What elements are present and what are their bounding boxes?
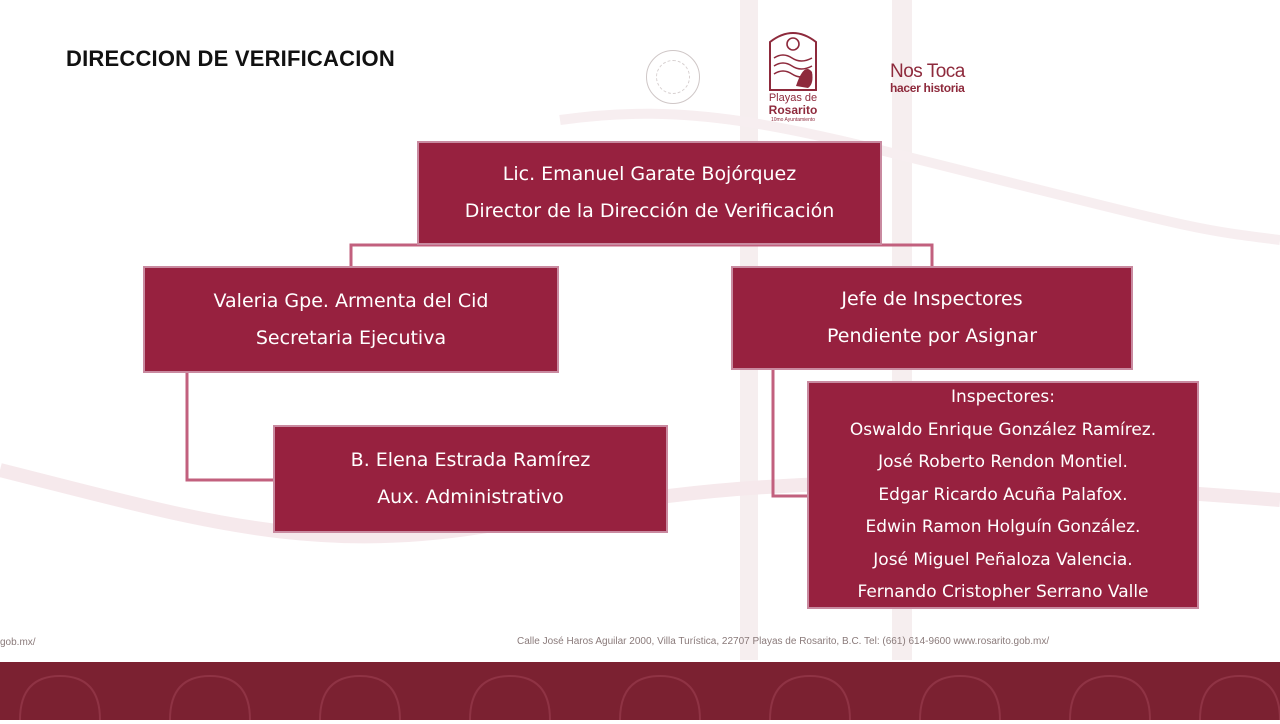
connector-secretaria-aux xyxy=(185,373,273,482)
director-name: Lic. Emanuel Garate Bojórquez xyxy=(502,163,797,185)
inspector-item: Oswaldo Enrique González Ramírez. xyxy=(849,419,1157,440)
inspector-item: Edwin Ramon Holguín González. xyxy=(865,517,1141,538)
rosarito-emblem-icon xyxy=(769,32,817,91)
municipal-seal-icon xyxy=(646,50,700,104)
inspectores-heading: Inspectores: xyxy=(951,386,1055,407)
inspectores-box: Inspectores: Oswaldo Enrique González Ra… xyxy=(807,381,1199,609)
connector-director-secretaria xyxy=(349,243,934,266)
city-logo-text-3: 10mo Ayuntamiento xyxy=(770,117,816,123)
slogan-line-1: Nos Toca xyxy=(890,61,965,82)
header-logos: Playas de Rosarito 10mo Ayuntamiento Nos… xyxy=(640,28,1000,128)
jefe-inspectores-box: Jefe de Inspectores Pendiente por Asigna… xyxy=(731,266,1133,370)
city-logo-text-2: Rosarito xyxy=(768,103,818,117)
footer-pattern xyxy=(19,674,1280,721)
city-logo-text-1: Playas de xyxy=(768,92,818,104)
connector-jefe-inspectores xyxy=(771,370,807,498)
director-box: Lic. Emanuel Garate Bojórquez Director d… xyxy=(417,141,882,245)
slogan-line-2: hacer historia xyxy=(890,81,965,95)
inspector-item: Edgar Ricardo Acuña Palafox. xyxy=(878,484,1128,505)
aux-name: B. Elena Estrada Ramírez xyxy=(350,449,591,471)
secretaria-role: Secretaria Ejecutiva xyxy=(255,326,447,349)
footer-band xyxy=(0,662,1280,721)
inspector-item: José Roberto Rendon Montiel. xyxy=(878,452,1128,473)
aux-administrativo-box: B. Elena Estrada Ramírez Aux. Administra… xyxy=(273,425,668,533)
inspector-item: Fernando Cristopher Serrano Valle xyxy=(857,582,1149,603)
jefe-title: Jefe de Inspectores xyxy=(841,288,1023,310)
aux-role: Aux. Administrativo xyxy=(377,486,564,508)
slogan-logo: Nos Toca hacer historia xyxy=(890,61,1000,95)
page-title: DIRECCION DE VERIFICACION xyxy=(66,46,395,71)
director-role: Director de la Dirección de Verificación xyxy=(464,200,835,222)
jefe-status: Pendiente por Asignar xyxy=(826,325,1038,347)
footer-address: Calle José Haros Aguilar 2000, Villa Tur… xyxy=(517,636,1050,647)
footer-left-url: gob.mx/ xyxy=(0,637,36,648)
city-logo: Playas de Rosarito 10mo Ayuntamiento xyxy=(758,28,828,128)
inspector-item: José Miguel Peñaloza Valencia. xyxy=(873,549,1133,570)
secretaria-name: Valeria Gpe. Armenta del Cid xyxy=(213,289,489,312)
secretaria-box: Valeria Gpe. Armenta del Cid Secretaria … xyxy=(143,266,559,373)
